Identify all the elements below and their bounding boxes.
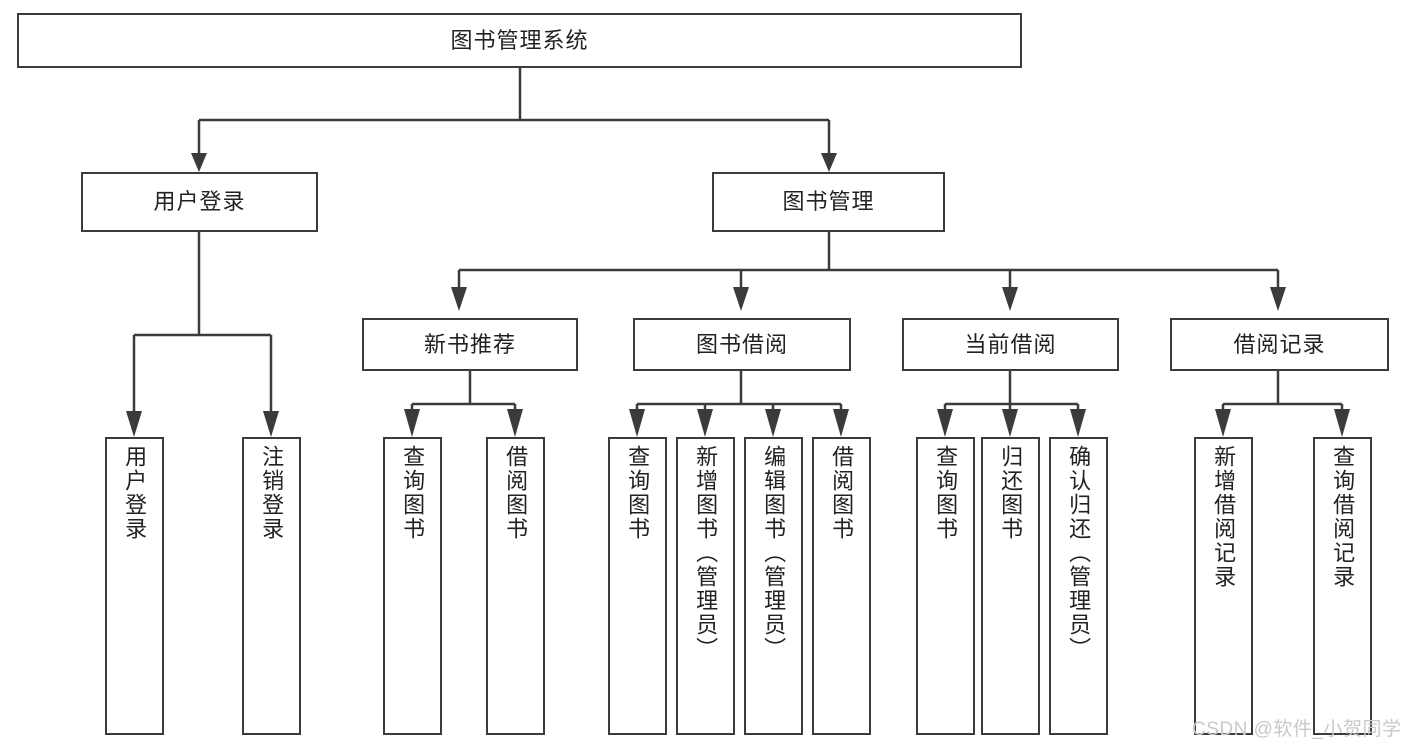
leaf-current-borrow-query[interactable]: 查询图书 xyxy=(916,437,975,735)
leaf-current-borrow-confirm[interactable]: 确认归还（管理员） xyxy=(1049,437,1108,735)
arrow-current-borrow-leaf-1 xyxy=(937,409,953,437)
arrow-to-borrow-record xyxy=(1270,287,1286,311)
arrow-to-new-book xyxy=(451,287,467,311)
arrow-to-current-borrow xyxy=(1002,287,1018,311)
leaf-book-borrow-add[interactable]: 新增图书（管理员） xyxy=(676,437,735,735)
arrow-borrow-record-leaf-1 xyxy=(1215,409,1231,437)
leaf-borrow-record-query-label: 查询借阅记录 xyxy=(1330,445,1356,589)
leaf-user-login-logout-label: 注销登录 xyxy=(259,445,285,541)
arrow-to-user-login xyxy=(191,153,207,172)
node-new-book-recommend-label: 新书推荐 xyxy=(423,331,516,357)
node-current-borrow[interactable]: 当前借阅 xyxy=(902,318,1119,371)
arrow-book-borrow-leaf-2 xyxy=(697,409,713,437)
node-root[interactable]: 图书管理系统 xyxy=(17,13,1022,68)
leaf-book-borrow-edit-label: 编辑图书（管理员） xyxy=(761,445,787,661)
arrow-current-borrow-leaf-2 xyxy=(1002,409,1018,437)
leaf-user-login-login-label: 用户登录 xyxy=(122,445,148,541)
leaf-new-book-query[interactable]: 查询图书 xyxy=(383,437,442,735)
arrow-new-book-leaf-2 xyxy=(507,409,523,437)
leaf-book-borrow-add-label: 新增图书（管理员） xyxy=(693,445,719,661)
arrow-borrow-record-leaf-2 xyxy=(1334,409,1350,437)
node-new-book-recommend[interactable]: 新书推荐 xyxy=(362,318,578,371)
leaf-current-borrow-query-label: 查询图书 xyxy=(933,445,959,541)
leaf-book-borrow-query[interactable]: 查询图书 xyxy=(608,437,667,735)
node-book-management[interactable]: 图书管理 xyxy=(712,172,945,232)
leaf-borrow-record-query[interactable]: 查询借阅记录 xyxy=(1313,437,1372,735)
leaf-user-login-login[interactable]: 用户登录 xyxy=(105,437,164,735)
leaf-book-borrow-borrow[interactable]: 借阅图书 xyxy=(812,437,871,735)
node-borrow-record-label: 借阅记录 xyxy=(1233,331,1326,357)
node-user-login-label: 用户登录 xyxy=(153,189,246,215)
node-borrow-record[interactable]: 借阅记录 xyxy=(1170,318,1389,371)
leaf-book-borrow-edit[interactable]: 编辑图书（管理员） xyxy=(744,437,803,735)
node-book-borrow-label: 图书借阅 xyxy=(695,331,788,357)
leaf-current-borrow-return-label: 归还图书 xyxy=(998,445,1024,541)
leaf-user-login-logout[interactable]: 注销登录 xyxy=(242,437,301,735)
leaf-borrow-record-add[interactable]: 新增借阅记录 xyxy=(1194,437,1253,735)
arrow-user-login-leaf-2 xyxy=(263,411,279,437)
arrow-user-login-leaf-1 xyxy=(126,411,142,437)
node-book-borrow[interactable]: 图书借阅 xyxy=(633,318,851,371)
leaf-new-book-borrow-label: 借阅图书 xyxy=(503,445,529,541)
arrow-book-borrow-leaf-1 xyxy=(629,409,645,437)
arrow-to-book-borrow xyxy=(733,287,749,311)
arrow-new-book-leaf-1 xyxy=(404,409,420,437)
leaf-current-borrow-confirm-label: 确认归还（管理员） xyxy=(1066,445,1092,661)
node-book-management-label: 图书管理 xyxy=(782,189,875,215)
arrow-to-book-manage xyxy=(821,153,837,172)
arrow-current-borrow-leaf-3 xyxy=(1070,409,1086,437)
arrow-book-borrow-leaf-4 xyxy=(833,409,849,437)
leaf-new-book-query-label: 查询图书 xyxy=(400,445,426,541)
leaf-book-borrow-borrow-label: 借阅图书 xyxy=(829,445,855,541)
leaf-book-borrow-query-label: 查询图书 xyxy=(625,445,651,541)
leaf-borrow-record-add-label: 新增借阅记录 xyxy=(1211,445,1237,589)
node-user-login[interactable]: 用户登录 xyxy=(81,172,318,232)
node-root-label: 图书管理系统 xyxy=(450,27,589,53)
leaf-new-book-borrow[interactable]: 借阅图书 xyxy=(486,437,545,735)
node-current-borrow-label: 当前借阅 xyxy=(964,331,1057,357)
arrow-book-borrow-leaf-3 xyxy=(765,409,781,437)
leaf-current-borrow-return[interactable]: 归还图书 xyxy=(981,437,1040,735)
